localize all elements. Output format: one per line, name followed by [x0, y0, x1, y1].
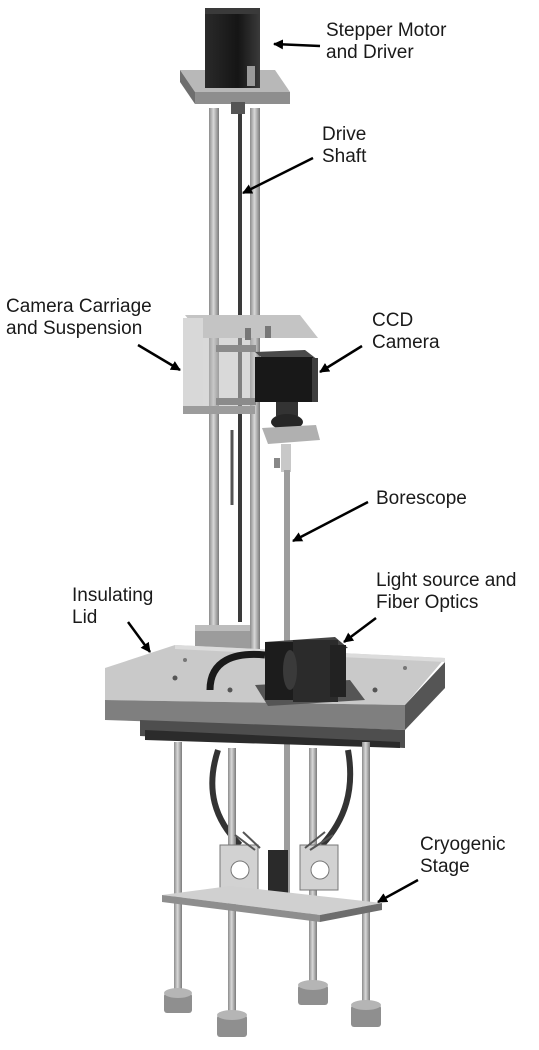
arrow-drive-shaft — [242, 156, 314, 195]
label-light-source-line-1: Light source and — [376, 570, 517, 591]
label-light-source-line-2: Fiber Optics — [376, 592, 479, 613]
callout-arrows — [126, 39, 419, 904]
feet — [164, 980, 381, 1037]
arrow-ccd-camera — [319, 344, 363, 374]
arrow-stepper-motor — [273, 39, 321, 50]
arrow-borescope — [292, 500, 369, 543]
label-insulating-lid-line-2: Lid — [72, 607, 98, 628]
label-ccd-camera: CCD Camera — [372, 310, 440, 354]
light-source — [206, 637, 365, 706]
label-borescope-line-1: Borescope — [376, 488, 467, 509]
arrow-insulating-lid — [126, 621, 152, 653]
label-insulating-lid-line-1: Insulating — [72, 585, 154, 606]
label-cryogenic-stage: Cryogenic Stage — [420, 834, 506, 878]
arrow-cryogenic-stage — [377, 878, 419, 904]
label-borescope: Borescope — [376, 488, 467, 510]
label-stepper-motor-line-1: Stepper Motor — [326, 20, 447, 41]
label-cryogenic-stage-line-1: Cryogenic — [420, 834, 506, 855]
cryogenic-stage — [162, 831, 382, 922]
label-light-source: Light source and Fiber Optics — [376, 570, 517, 614]
label-stepper-motor-line-2: and Driver — [326, 42, 414, 63]
label-stepper-motor: Stepper Motor and Driver — [326, 20, 446, 64]
label-ccd-camera-line-1: CCD — [372, 310, 414, 331]
label-cryogenic-stage-line-2: Stage — [420, 856, 470, 877]
arrow-light-source — [343, 617, 377, 643]
camera-carriage — [183, 315, 318, 505]
arrow-camera-carriage — [137, 343, 181, 372]
label-drive-shaft-line-1: Drive — [322, 124, 367, 145]
stepper-motor-assembly — [180, 8, 290, 114]
label-camera-carriage-line-2: and Suspension — [6, 318, 143, 339]
label-camera-carriage: Camera Carriage and Suspension — [6, 296, 152, 340]
label-ccd-camera-line-2: Camera — [372, 332, 440, 353]
label-camera-carriage-line-1: Camera Carriage — [6, 296, 152, 317]
label-drive-shaft: Drive Shaft — [322, 124, 366, 168]
label-insulating-lid: Insulating Lid — [72, 585, 153, 629]
ccd-camera — [255, 350, 320, 472]
label-drive-shaft-line-2: Shaft — [322, 146, 367, 167]
